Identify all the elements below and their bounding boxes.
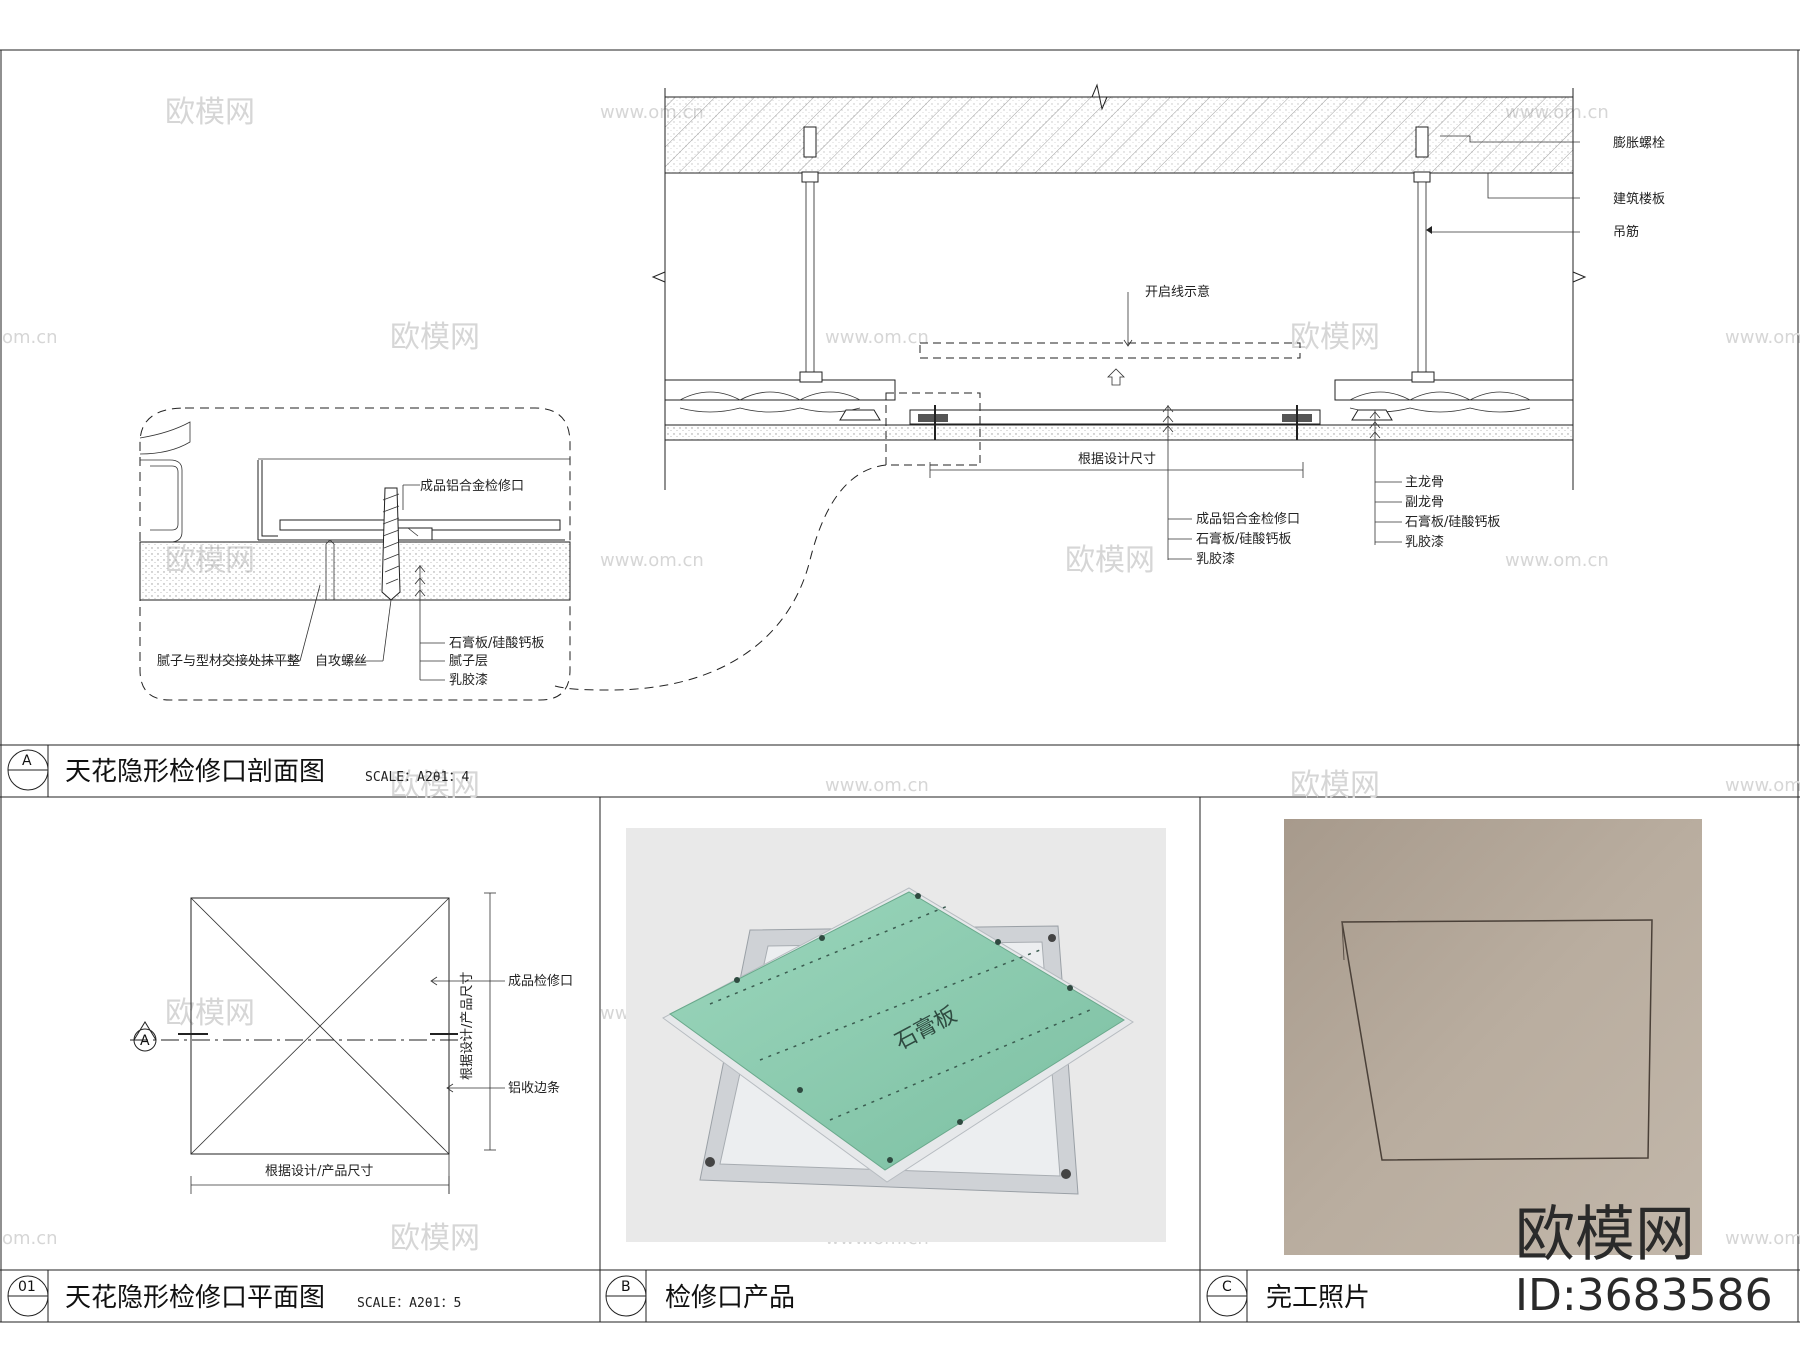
scale-section-a: SCALE：A2θ1：4 bbox=[365, 770, 469, 785]
title-section-a: 天花隐形检修口剖面图 bbox=[65, 757, 325, 787]
label-gypsum-right: 石膏板/硅酸钙板 bbox=[1405, 514, 1500, 530]
watermark-brand: 欧模网 bbox=[390, 1221, 480, 1256]
label-detail-putty-layer: 腻子层 bbox=[449, 654, 488, 669]
watermark-url: www.om.cn bbox=[825, 327, 929, 348]
label-panel-center-3: 乳胶漆 bbox=[1196, 551, 1235, 567]
watermark-brand: 欧模网 bbox=[1290, 768, 1380, 803]
section-a-title: A 天花隐形检修口剖面图 SCALE：A2θ1：4 bbox=[7, 745, 469, 797]
label-detail-latex: 乳胶漆 bbox=[449, 672, 488, 688]
label-sub-keel: 副龙骨 bbox=[1405, 495, 1444, 510]
watermark-brand: 欧模网 bbox=[390, 320, 480, 355]
badge-b: B bbox=[621, 1279, 631, 1295]
section-a-detail: 成品铝合金检修口 腻子与型材交接处抹平整 自攻螺丝 石膏板/硅酸钙板 腻子层 乳… bbox=[139, 407, 571, 701]
sheet-frame bbox=[0, 49, 1800, 1323]
faint-watermarks: 欧模网 欧模网 欧模网 欧模网 欧模网 欧模网 欧模网 欧模网 欧模网 欧模网 … bbox=[2, 95, 1800, 1256]
watermark-brand: 欧模网 bbox=[165, 996, 255, 1031]
label-edge: 铝收边条 bbox=[508, 1080, 560, 1096]
watermark-url: www.om.cn bbox=[1725, 1228, 1800, 1249]
label-detail-putty: 腻子与型材交接处抹平整 bbox=[157, 653, 300, 669]
section-b-photo: 石膏板 bbox=[626, 828, 1166, 1242]
section-b-title: B 检修口产品 bbox=[605, 1270, 795, 1322]
watermark-url: www.om.cn bbox=[1725, 327, 1800, 348]
watermark-id: ID:3683586 bbox=[1515, 1270, 1773, 1321]
watermark-brand: 欧模网 bbox=[165, 95, 255, 130]
watermark-url-fragment: om.cn bbox=[2, 327, 58, 348]
badge-c: C bbox=[1222, 1279, 1232, 1295]
section-01-title: 01 天花隐形检修口平面图 SCALE：A2θ1：5 bbox=[7, 1270, 461, 1322]
section-a-labels: 膨胀螺栓 建筑楼板 吊筋 开启线示意 根据设计尺寸 成品铝合金检修口 石膏板/硅… bbox=[1078, 136, 1665, 567]
label-open-line: 开启线示意 bbox=[1145, 284, 1210, 300]
expansion-bolt-left bbox=[801, 126, 819, 183]
label-bolt: 膨胀螺栓 bbox=[1613, 136, 1665, 151]
label-panel-center-1: 成品铝合金检修口 bbox=[1196, 511, 1300, 527]
badge-01: 01 bbox=[18, 1279, 36, 1295]
watermark-logo: 欧模网 bbox=[1515, 1200, 1695, 1270]
label-design-size: 根据设计尺寸 bbox=[1078, 452, 1156, 467]
expansion-bolt-right bbox=[1413, 126, 1431, 183]
watermark-url: www.om.cn bbox=[600, 550, 704, 571]
label-detail-access: 成品铝合金检修口 bbox=[420, 478, 524, 494]
brand-watermark: 欧模网 ID:3683586 bbox=[1515, 1200, 1773, 1321]
watermark-url: www.om.cn bbox=[825, 775, 929, 796]
watermark-brand: 欧模网 bbox=[1065, 543, 1155, 578]
label-detail-gypsum: 石膏板/硅酸钙板 bbox=[449, 635, 544, 651]
badge-a: A bbox=[22, 753, 32, 769]
keel-left bbox=[664, 371, 896, 421]
title-section-b: 检修口产品 bbox=[665, 1283, 795, 1313]
watermark-brand: 欧模网 bbox=[390, 768, 480, 803]
label-hanger: 吊筋 bbox=[1613, 224, 1639, 240]
label-main-keel: 主龙骨 bbox=[1405, 475, 1444, 490]
section-mark: A bbox=[140, 1033, 150, 1049]
watermark-url: www.om.cn bbox=[1725, 775, 1800, 796]
section-a-drawing bbox=[554, 83, 1587, 691]
access-door-section bbox=[885, 342, 1321, 466]
title-section-01: 天花隐形检修口平面图 bbox=[65, 1283, 325, 1313]
section-c-title: C 完工照片 bbox=[1206, 1270, 1370, 1322]
scale-section-01: SCALE：A2θ1：5 bbox=[357, 1296, 461, 1311]
watermark-url-fragment: om.cn bbox=[2, 1228, 58, 1249]
title-section-c: 完工照片 bbox=[1266, 1283, 1370, 1313]
watermark-url: www.om.cn bbox=[1505, 550, 1609, 571]
section-c-photo bbox=[1284, 819, 1702, 1255]
label-latex-right: 乳胶漆 bbox=[1405, 534, 1444, 550]
label-panel-center-2: 石膏板/硅酸钙板 bbox=[1196, 531, 1291, 547]
label-product: 成品检修口 bbox=[508, 974, 573, 989]
keel-right bbox=[1334, 371, 1574, 421]
label-slab: 建筑楼板 bbox=[1613, 191, 1665, 207]
label-size-side: 根据设计/产品尺寸 bbox=[460, 972, 475, 1080]
watermark-brand: 欧模网 bbox=[1290, 320, 1380, 355]
label-size-bottom: 根据设计/产品尺寸 bbox=[265, 1164, 373, 1179]
section-01-plan: A 成品检修口 铝收边条 根据设计/产品尺寸 根据设计/产品尺寸 bbox=[130, 892, 573, 1194]
label-detail-screw: 自攻螺丝 bbox=[315, 654, 367, 669]
